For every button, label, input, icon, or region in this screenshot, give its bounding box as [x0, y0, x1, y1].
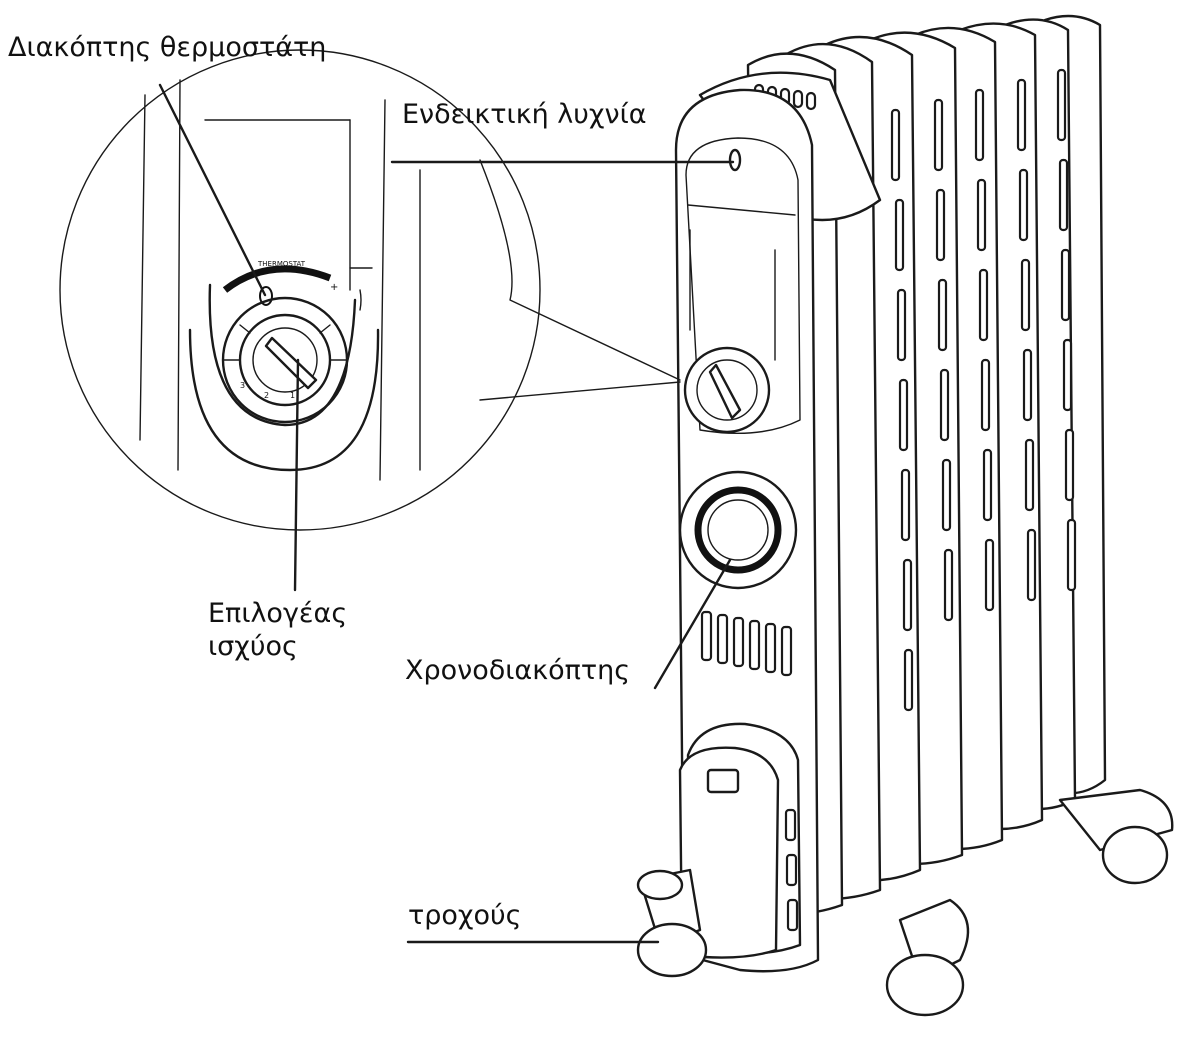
power-mark-2: 2 — [264, 391, 269, 400]
wheels-label: τροχούς — [408, 900, 522, 931]
leader-lines — [158, 83, 735, 944]
indicator-lamp-label: Ενδεικτική λυχνία — [402, 99, 647, 130]
indicator-lamp-shape — [728, 148, 742, 172]
power-selector-label: Επιλογέας ισχύος — [208, 598, 347, 664]
power-selector-label-line2: ισχύος — [208, 630, 298, 662]
vent-slots — [700, 610, 793, 677]
cord-cover — [678, 722, 802, 959]
leader-power — [293, 358, 300, 592]
zoom-content: THERMOSTAT + 3 2 1 — [139, 79, 421, 481]
wheels-and-feet — [636, 788, 1174, 1017]
leader-thermostat — [158, 83, 267, 297]
fin-slots — [890, 68, 1077, 712]
leader-timer — [653, 558, 732, 690]
power-mark-1: 1 — [290, 391, 295, 400]
thermostat-switch-label: Διακόπτης θερμοστάτη — [8, 32, 327, 63]
thermostat-knob — [683, 346, 771, 434]
control-panel — [674, 88, 820, 973]
dial-brand-text: THERMOSTAT — [257, 260, 306, 268]
power-mark-3: 3 — [240, 381, 245, 390]
magnifier-circle — [59, 49, 681, 531]
zoom-outline — [59, 49, 541, 531]
power-selector-label-line1: Επιλογέας — [208, 598, 348, 629]
timer-knob — [678, 470, 798, 590]
timer-label: Χρονοδιακόπτης — [405, 655, 631, 686]
dial-scale-max: + — [330, 282, 338, 293]
